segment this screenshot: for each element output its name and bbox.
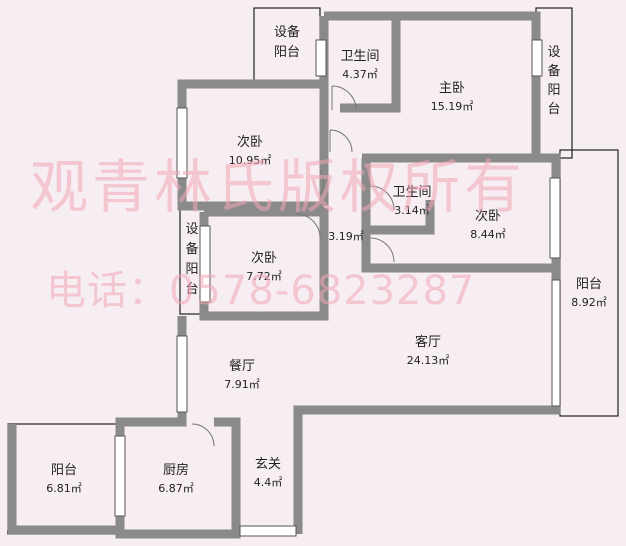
room-name: 卫生间	[392, 185, 431, 200]
room-name: 台	[185, 282, 198, 297]
room-balcony-right: 阳台 8.92㎡	[571, 277, 607, 309]
room-area: 6.81㎡	[46, 482, 82, 495]
room-area: 7.72㎡	[246, 270, 282, 283]
room-master-bed: 主卧 15.19㎡	[431, 81, 474, 113]
room-name: 次卧	[251, 250, 277, 266]
room-name: 设	[185, 222, 198, 237]
room-bath-mid: 卫生间 3.14㎡	[392, 185, 431, 217]
room-name: 客厅	[415, 334, 441, 350]
room-area: 7.91㎡	[224, 378, 260, 391]
room-name: 阳台	[51, 463, 77, 478]
room-corridor: 3.19㎡	[328, 230, 364, 243]
room-name: 备	[185, 241, 198, 257]
room-living: 客厅 24.13㎡	[407, 334, 450, 367]
room-entrance: 玄关 4.4㎡	[254, 457, 283, 489]
room-name: 阳	[185, 262, 198, 277]
room-name: 主卧	[439, 81, 465, 96]
room-second-bed-2: 次卧 8.44㎡	[470, 208, 506, 241]
room-name: 玄关	[255, 457, 281, 472]
room-area: 3.19㎡	[328, 230, 364, 243]
room-kitchen: 厨房 6.87㎡	[158, 462, 194, 495]
room-name: 备	[547, 63, 560, 79]
room-area: 15.19㎡	[431, 100, 474, 113]
room-name: 台	[547, 102, 560, 117]
room-balcony-left: 阳台 6.81㎡	[46, 463, 82, 495]
room-name: 厨房	[163, 462, 189, 478]
room-name: 阳台	[274, 45, 300, 60]
room-name: 次卧	[475, 208, 501, 224]
room-area: 4.37㎡	[342, 68, 378, 81]
room-name: 设备	[274, 24, 300, 40]
room-dining: 餐厅 7.91㎡	[224, 358, 260, 391]
room-area: 4.4㎡	[254, 476, 283, 489]
room-name: 卫生间	[340, 49, 379, 64]
room-name: 阳	[547, 83, 560, 98]
room-name: 设	[547, 45, 560, 60]
room-bath-top: 卫生间 4.37㎡	[340, 49, 379, 81]
room-area: 10.95㎡	[229, 154, 272, 167]
room-name: 次卧	[237, 134, 263, 150]
room-name: 餐厅	[229, 358, 255, 374]
room-area: 6.87㎡	[158, 482, 194, 495]
room-second-bed-3: 次卧 7.72㎡	[246, 250, 282, 283]
room-area: 8.92㎡	[571, 296, 607, 309]
room-name: 阳台	[576, 277, 602, 292]
room-area: 24.13㎡	[407, 354, 450, 367]
room-area: 3.14㎡	[394, 204, 430, 217]
room-second-bed-1: 次卧 10.95㎡	[229, 134, 272, 167]
room-area: 8.44㎡	[470, 228, 506, 241]
